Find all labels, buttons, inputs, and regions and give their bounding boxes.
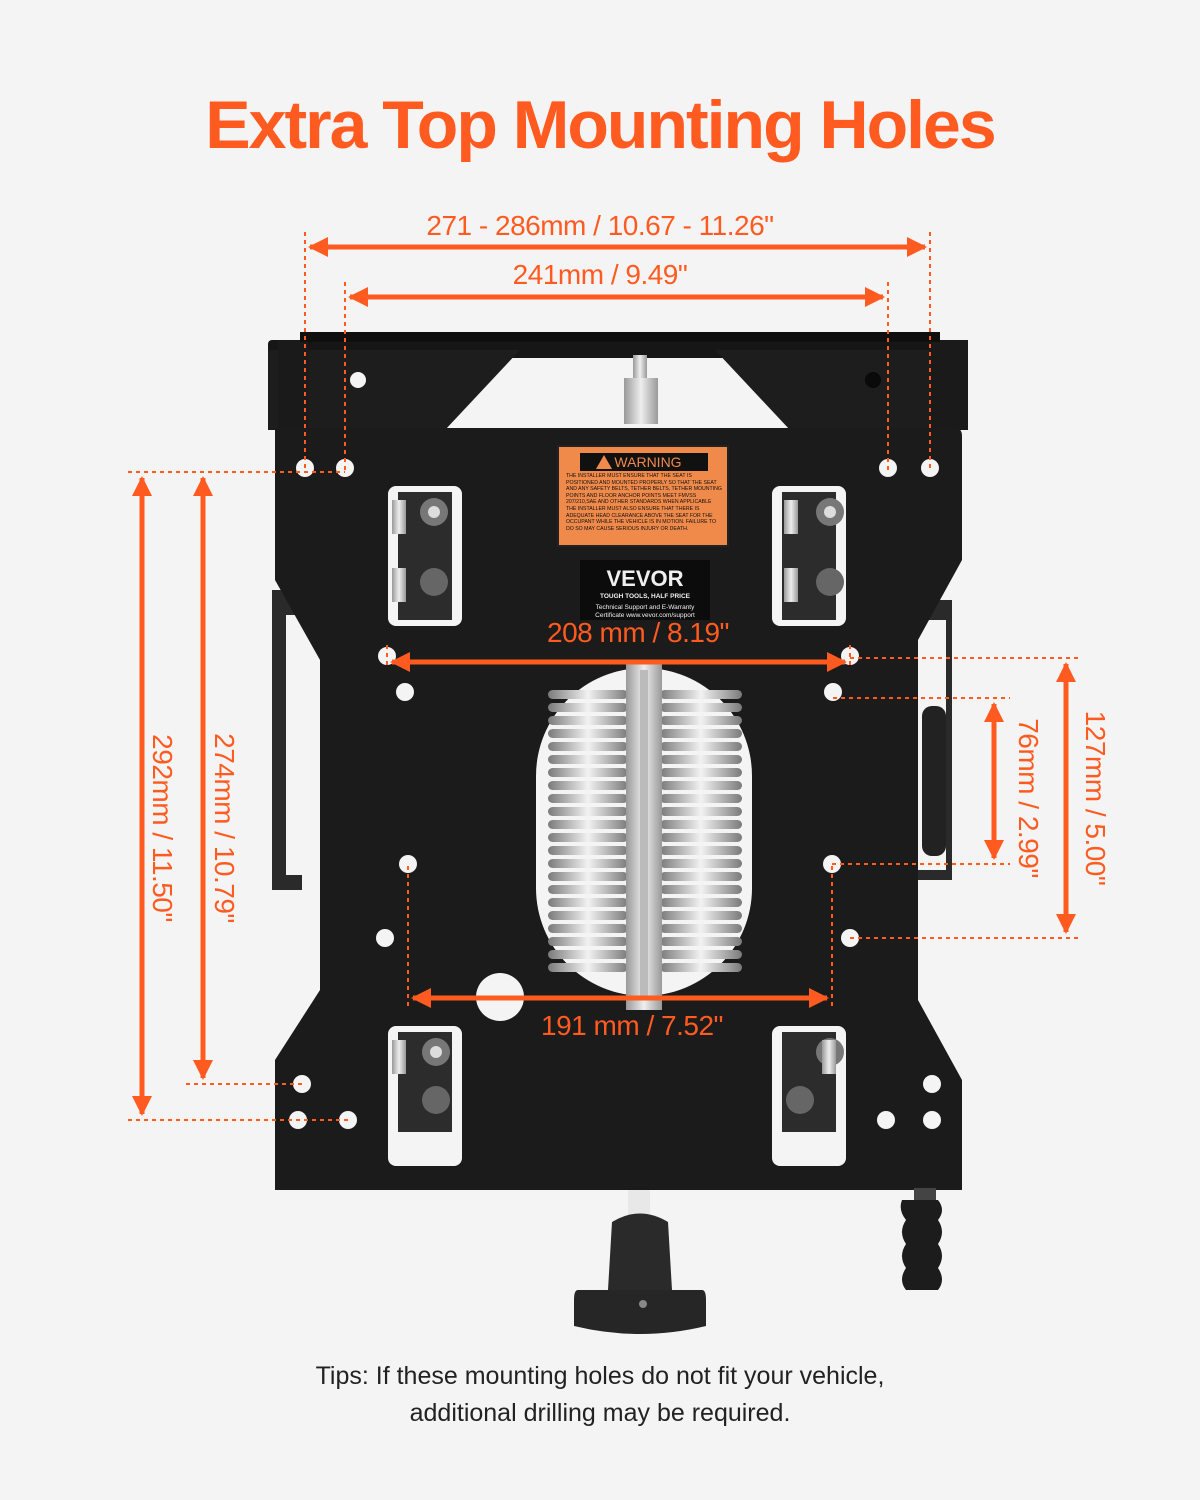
roller-bracket-br bbox=[782, 1032, 844, 1132]
spring-coil bbox=[660, 924, 742, 933]
middle-width-label: 208 mm / 8.19" bbox=[547, 617, 729, 648]
right-long-label: 127mm / 5.00" bbox=[1080, 710, 1111, 886]
spring-coil bbox=[548, 716, 628, 725]
tips-line-2: additional drilling may be required. bbox=[409, 1399, 791, 1427]
spring-coil bbox=[548, 885, 628, 894]
spring-coil bbox=[660, 898, 742, 907]
coil-spring bbox=[548, 690, 742, 972]
spring-coil bbox=[660, 950, 742, 959]
spring-coil bbox=[660, 794, 742, 803]
spring-coil bbox=[548, 690, 628, 699]
spring-coil bbox=[660, 755, 742, 764]
spring-coil bbox=[548, 781, 628, 790]
outer-width-label: 271 - 286mm / 10.67 - 11.26" bbox=[426, 210, 774, 241]
warning-label: WARNING THE INSTALLER MUST ENSURE THAT T… bbox=[557, 445, 729, 547]
brand-tagline: TOUGH TOOLS, HALF PRICE bbox=[600, 593, 691, 600]
spring-coil bbox=[660, 937, 742, 946]
spring-coil bbox=[548, 872, 628, 881]
spring-coil bbox=[548, 963, 628, 972]
inner-height-label: 274mm / 10.79" bbox=[209, 733, 240, 923]
inner-width-label: 241mm / 9.49" bbox=[512, 259, 688, 290]
right-short-label: 76mm / 2.99" bbox=[1013, 718, 1044, 878]
spring-coil bbox=[660, 703, 742, 712]
spring-coil bbox=[660, 781, 742, 790]
dimension-lines bbox=[128, 232, 1082, 1121]
spring-coil bbox=[548, 820, 628, 829]
height-adjust-knob bbox=[574, 1190, 706, 1334]
spring-coil bbox=[660, 807, 742, 816]
support-line-1: Technical Support and E-Warranty bbox=[596, 604, 696, 611]
spring-coil bbox=[660, 690, 742, 699]
roller-bracket-tl bbox=[392, 492, 452, 620]
spring-coil bbox=[548, 768, 628, 777]
roller-bracket-bl bbox=[392, 1032, 452, 1132]
outer-height-label: 292mm / 11.50" bbox=[147, 734, 178, 922]
spring-coil bbox=[660, 911, 742, 920]
spring-coil bbox=[660, 963, 742, 972]
spring-coil bbox=[660, 768, 742, 777]
spring-coil bbox=[548, 950, 628, 959]
support-line-2: Certificate www.vevor.com/support bbox=[595, 612, 695, 619]
spring-coil bbox=[548, 911, 628, 920]
brand-logo: VEVOR bbox=[606, 566, 683, 591]
spring-coil bbox=[548, 833, 628, 842]
warning-text: THE INSTALLER MUST ENSURE THAT THE SEAT … bbox=[566, 473, 722, 532]
spring-coil bbox=[660, 820, 742, 829]
top-stud bbox=[624, 355, 658, 424]
spring-coil bbox=[548, 859, 628, 868]
upper-rail-frame bbox=[268, 332, 968, 430]
spring-coil bbox=[660, 872, 742, 881]
spring-coil bbox=[548, 807, 628, 816]
page-title: Extra Top Mounting Holes bbox=[205, 87, 996, 163]
roller-bracket-tr bbox=[782, 492, 844, 620]
spring-coil bbox=[660, 742, 742, 751]
spring-coil bbox=[548, 898, 628, 907]
spring-coil bbox=[660, 716, 742, 725]
spring-coil bbox=[548, 794, 628, 803]
spring-coil bbox=[660, 859, 742, 868]
tips-line-1: Tips: If these mounting holes do not fit… bbox=[315, 1362, 885, 1390]
spring-coil bbox=[548, 755, 628, 764]
spring-coil bbox=[548, 729, 628, 738]
spring-coil bbox=[660, 729, 742, 738]
spring-coil bbox=[548, 703, 628, 712]
brand-plate: VEVOR TOUGH TOOLS, HALF PRICE Technical … bbox=[580, 560, 710, 620]
tips-note: Tips: If these mounting holes do not fit… bbox=[0, 1358, 1200, 1432]
spring-coil bbox=[548, 846, 628, 855]
spring-coil bbox=[548, 742, 628, 751]
spring-coil bbox=[548, 924, 628, 933]
bottom-width-label: 191 mm / 7.52" bbox=[541, 1010, 723, 1041]
spring-coil bbox=[548, 937, 628, 946]
warning-heading: WARNING bbox=[614, 454, 681, 470]
spring-coil bbox=[660, 846, 742, 855]
spring-coil bbox=[660, 885, 742, 894]
spring-coil bbox=[660, 833, 742, 842]
side-lever-handle bbox=[900, 1188, 942, 1290]
